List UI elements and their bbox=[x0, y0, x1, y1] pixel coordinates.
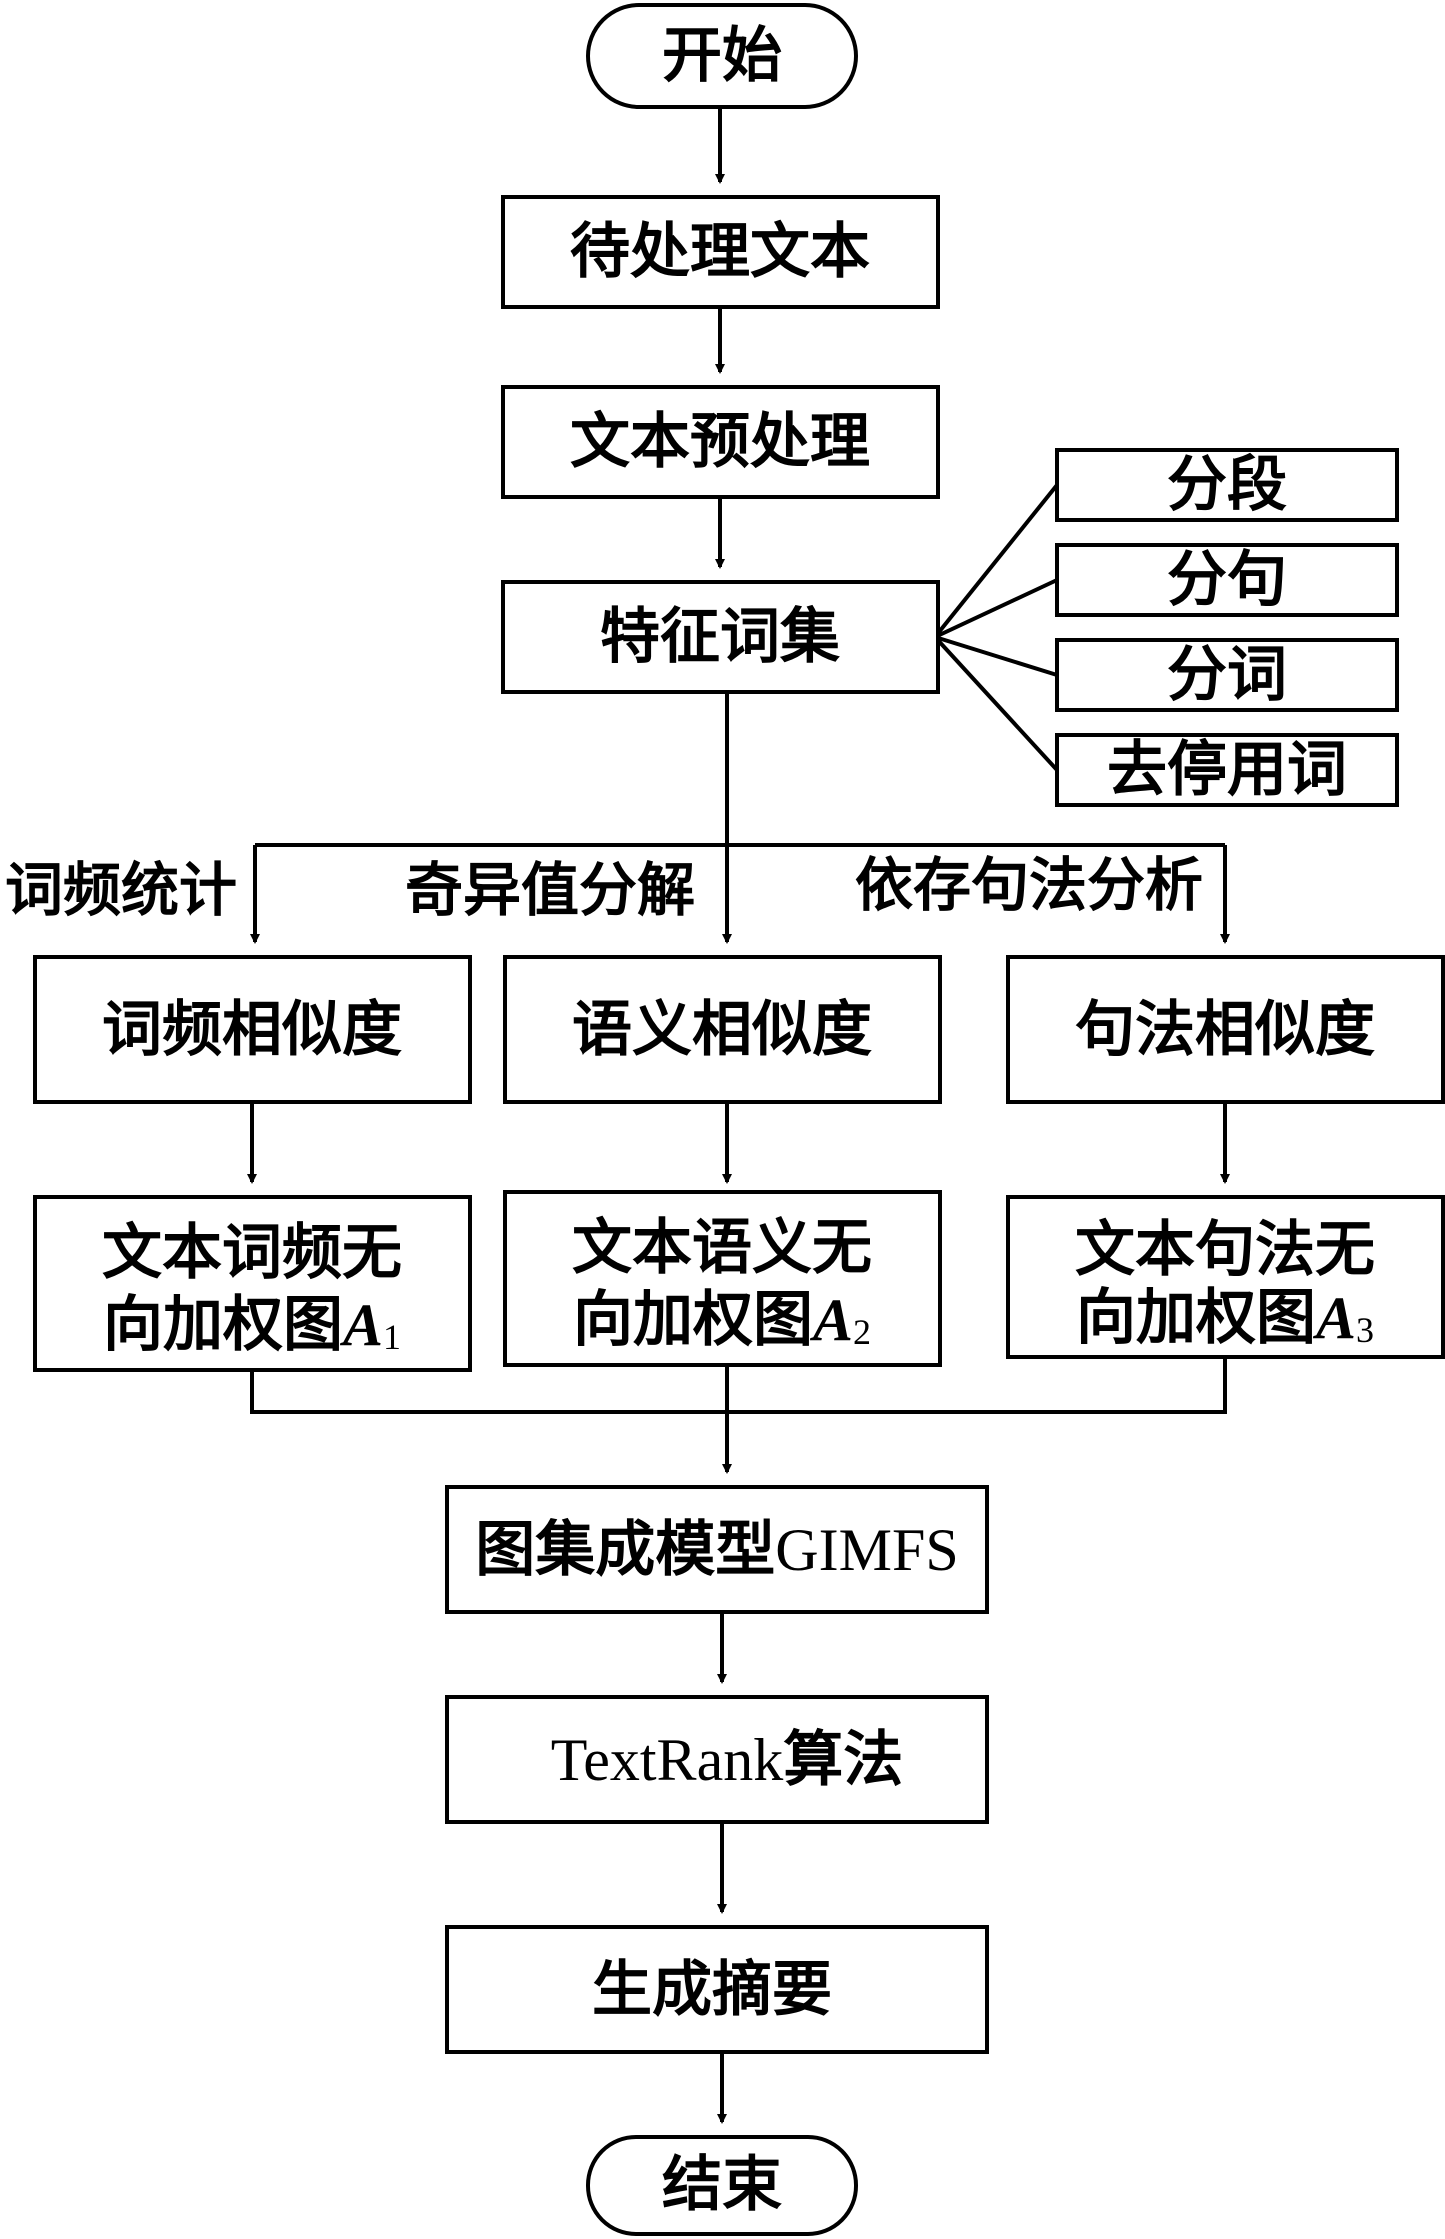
process-box bbox=[1055, 733, 1399, 807]
process-box bbox=[1006, 955, 1445, 1104]
graph-freq-line1: 文本词频无 bbox=[102, 1220, 402, 1286]
node-ensemble: 图集成模型GIMFS bbox=[445, 1485, 989, 1614]
terminal-shape bbox=[586, 3, 858, 109]
end-label: 结束 bbox=[662, 2152, 782, 2218]
node-seg-sentence: 分句 bbox=[1055, 543, 1399, 617]
seg-word-label: 分词 bbox=[1167, 642, 1287, 708]
preprocess-label: 文本预处理 bbox=[570, 409, 870, 475]
summary-label: 生成摘要 bbox=[592, 1957, 832, 2023]
seg-sentence-label: 分句 bbox=[1167, 547, 1287, 613]
node-end: 结束 bbox=[586, 2135, 858, 2236]
connectors bbox=[247, 107, 1230, 2124]
freq-similarity-label: 词频相似度 bbox=[102, 997, 402, 1063]
node-summary: 生成摘要 bbox=[445, 1925, 989, 2054]
process-box bbox=[445, 1925, 989, 2054]
semantic-similarity-label: 语义相似度 bbox=[572, 997, 872, 1063]
input-text-label: 待处理文本 bbox=[570, 219, 870, 285]
process-box bbox=[1055, 448, 1399, 522]
graph-freq-line2: 向加权图A1 bbox=[103, 1292, 401, 1358]
node-input-text: 待处理文本 bbox=[501, 195, 940, 309]
node-graph-freq: 文本词频无 向加权图A1 bbox=[33, 1195, 472, 1372]
node-preprocess: 文本预处理 bbox=[501, 385, 940, 499]
process-box bbox=[503, 955, 942, 1104]
merge-left bbox=[250, 1357, 1227, 1414]
process-box bbox=[33, 1195, 472, 1372]
graph-syntax-line2: 向加权图A3 bbox=[1076, 1285, 1374, 1351]
process-box bbox=[1055, 543, 1399, 617]
node-seg-paragraph: 分段 bbox=[1055, 448, 1399, 522]
process-box bbox=[501, 580, 940, 694]
node-remove-stopwords: 去停用词 bbox=[1055, 733, 1399, 807]
syntax-similarity-label: 句法相似度 bbox=[1075, 997, 1375, 1063]
process-box bbox=[33, 955, 472, 1104]
process-box bbox=[501, 385, 940, 499]
fan-line-stopwords bbox=[933, 635, 1059, 772]
fan-line-sentence bbox=[934, 578, 1058, 639]
process-box bbox=[445, 1485, 989, 1614]
branch-label-dependency: 依存句法分析 bbox=[855, 853, 1203, 918]
node-feature-words: 特征词集 bbox=[501, 580, 940, 694]
terminal-shape bbox=[586, 2135, 858, 2236]
node-semantic-similarity: 语义相似度 bbox=[503, 955, 942, 1104]
graph-semantic-line1: 文本语义无 bbox=[572, 1215, 872, 1281]
node-seg-word: 分词 bbox=[1055, 638, 1399, 712]
process-box bbox=[501, 195, 940, 309]
feature-words-label: 特征词集 bbox=[600, 604, 840, 670]
branch-label-freq: 词频统计 bbox=[5, 858, 237, 923]
node-graph-syntax: 文本句法无 向加权图A3 bbox=[1006, 1195, 1445, 1359]
node-freq-similarity: 词频相似度 bbox=[33, 955, 472, 1104]
graph-semantic-line2: 向加权图A2 bbox=[573, 1287, 871, 1353]
branch-label-svd: 奇异值分解 bbox=[405, 858, 695, 923]
node-graph-semantic: 文本语义无 向加权图A2 bbox=[503, 1190, 942, 1367]
remove-stopwords-label: 去停用词 bbox=[1107, 737, 1347, 803]
fan-line-paragraph bbox=[933, 483, 1059, 639]
graph-syntax-line1: 文本句法无 bbox=[1075, 1217, 1375, 1283]
process-box bbox=[445, 1695, 989, 1824]
node-syntax-similarity: 句法相似度 bbox=[1006, 955, 1445, 1104]
ensemble-label: 图集成模型GIMFS bbox=[475, 1517, 958, 1583]
process-box bbox=[1006, 1195, 1445, 1359]
process-box bbox=[503, 1190, 942, 1367]
process-box bbox=[1055, 638, 1399, 712]
node-start: 开始 bbox=[586, 3, 858, 109]
fan-line-word bbox=[934, 635, 1058, 677]
node-textrank: TextRank算法 bbox=[445, 1695, 989, 1824]
start-label: 开始 bbox=[662, 23, 782, 89]
textrank-label: TextRank算法 bbox=[551, 1727, 903, 1793]
seg-paragraph-label: 分段 bbox=[1167, 452, 1287, 518]
